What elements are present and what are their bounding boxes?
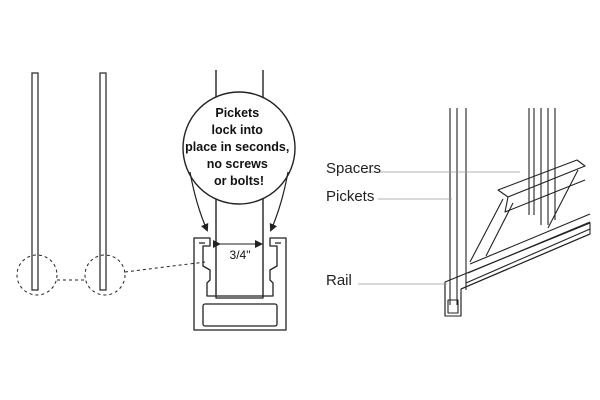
picket-left-2: [100, 73, 106, 290]
callout-line-1: Pickets: [215, 106, 259, 120]
zoom-circles: [17, 255, 205, 295]
leader-lines: [358, 172, 520, 284]
callout-line-4: no screws: [207, 157, 268, 171]
rail-channel: [203, 304, 277, 326]
callout-line-2: lock into: [212, 123, 264, 137]
callout-bubble: Pickets lock into place in seconds, no s…: [183, 92, 295, 230]
zoom-connector-2: [125, 262, 205, 272]
picket-left-1: [32, 73, 38, 290]
callout-line-5: or bolts!: [214, 174, 264, 188]
label-pickets: Pickets: [326, 188, 374, 205]
callout-line-3: place in seconds,: [185, 140, 289, 154]
left-pickets-group: [32, 73, 106, 290]
assembly-view: [445, 108, 590, 316]
zoom-circle-2: [85, 255, 125, 295]
label-rail: Rail: [326, 272, 352, 289]
assembly-rail-end: [445, 282, 461, 316]
label-spacers: Spacers: [326, 160, 381, 177]
dimension-label: 3/4": [230, 248, 251, 262]
assembly-rail: [445, 223, 590, 316]
zoom-circle-1: [17, 255, 57, 295]
